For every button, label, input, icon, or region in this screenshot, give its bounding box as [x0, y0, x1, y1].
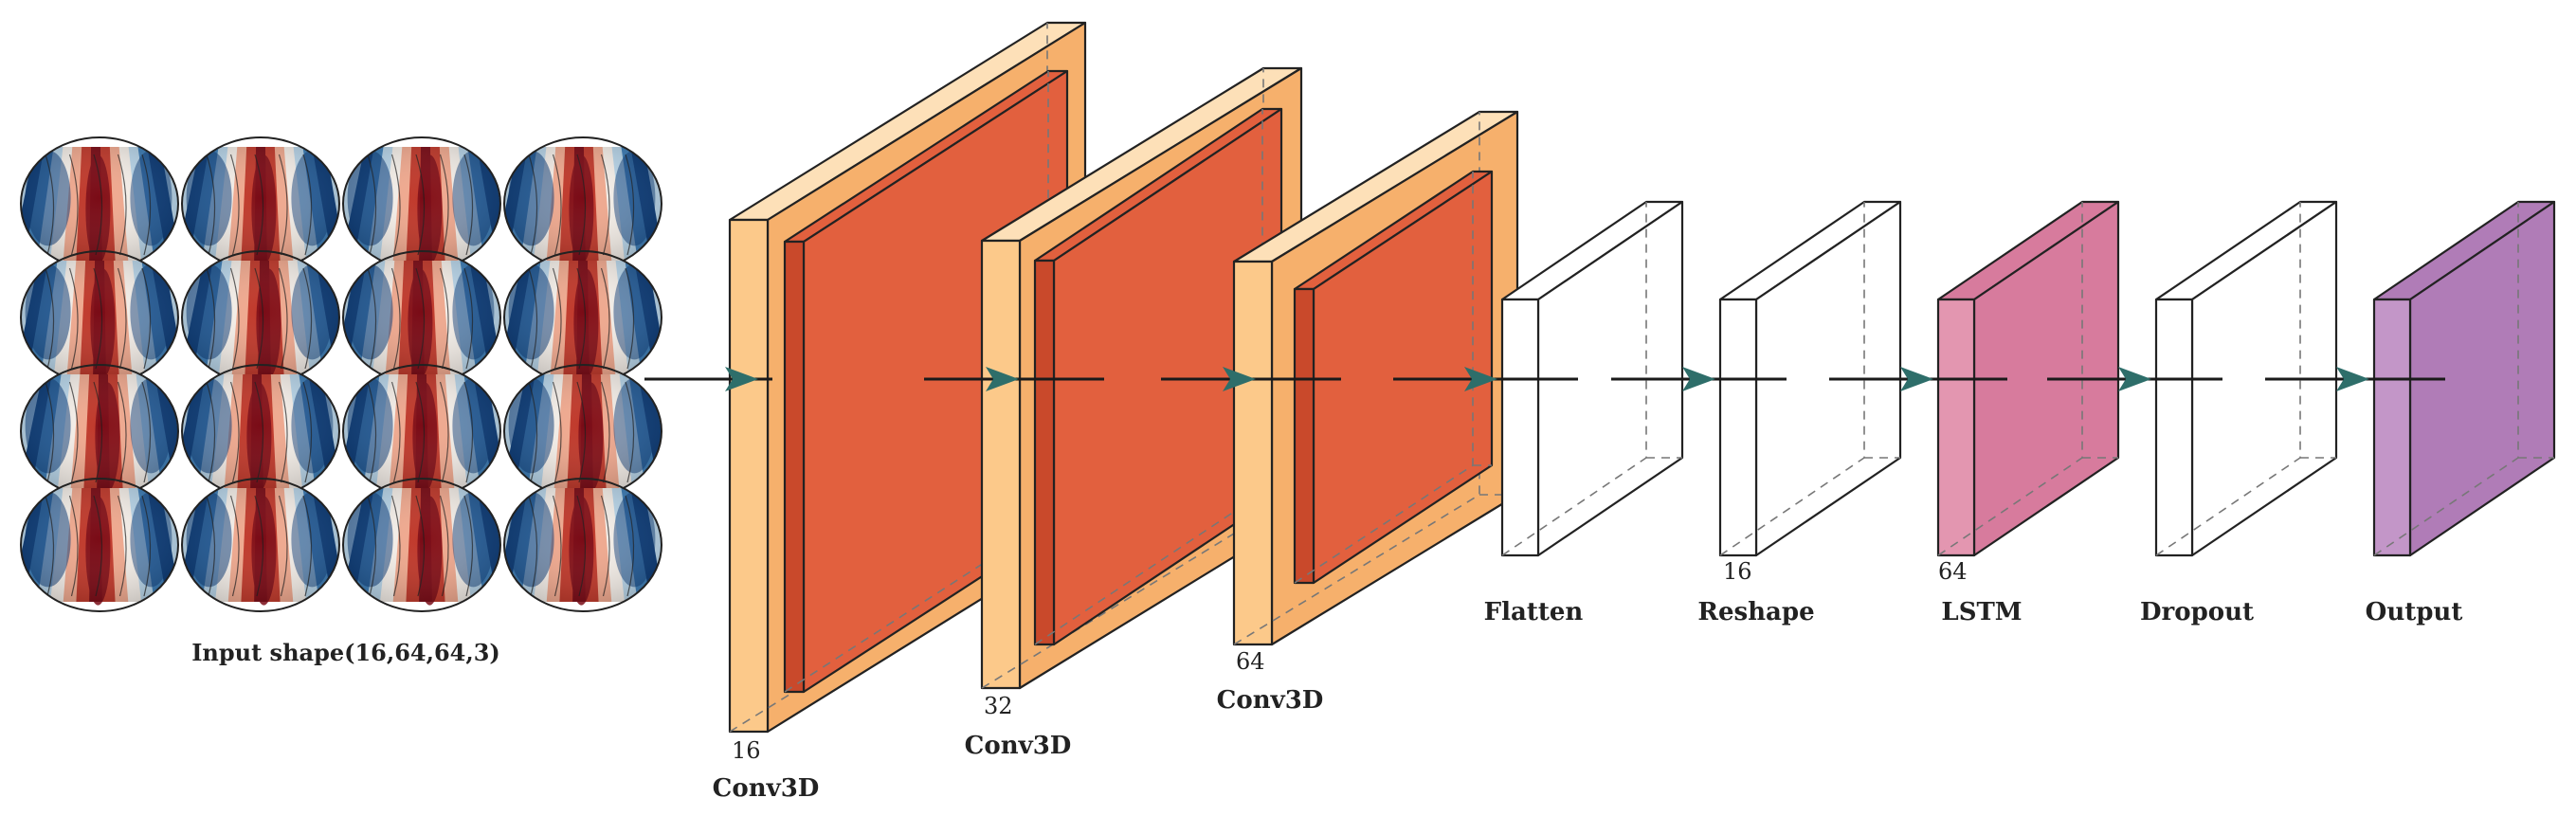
flow-arrow-icon [1223, 367, 1256, 391]
flow-arrow-icon [1682, 367, 1715, 391]
flow-arrow-icon [2118, 367, 2151, 391]
conv3d-3-units: 64 [1236, 648, 1265, 675]
data-flow [644, 367, 2445, 391]
input-frame-tile [503, 364, 662, 499]
reshape-label: Reshape [1697, 598, 1814, 626]
lstm-units: 64 [1938, 558, 1968, 585]
flow-arrow-icon [2336, 367, 2369, 391]
conv3d-3-inner-slab [1293, 170, 1494, 585]
flatten-label: Flatten [1484, 598, 1584, 626]
input-frame-tile [181, 250, 340, 385]
reshape-units: 16 [1723, 558, 1752, 585]
flow-arrow-icon [986, 367, 1019, 391]
output-block [2372, 200, 2556, 557]
conv3d-2-units: 32 [984, 693, 1013, 719]
input-frame-tile [342, 364, 501, 499]
lstm-label: LSTM [1941, 598, 2022, 626]
dropout-label: Dropout [2140, 598, 2254, 626]
dropout-slab [2154, 200, 2338, 557]
input-frame-tile [503, 478, 662, 612]
output-label: Output [2366, 598, 2463, 626]
conv3d-3-block [1232, 110, 1519, 646]
input-frame-tile [20, 364, 179, 499]
conv3d-2-label: Conv3D [965, 732, 1072, 760]
reshape-block [1718, 200, 1902, 557]
input-shape-caption: Input shape(16,64,64,3) [191, 639, 500, 666]
conv3d-2-block [980, 66, 1303, 690]
flow-arrow-icon [725, 367, 758, 391]
input-frame-tile [342, 136, 501, 271]
input-frame-tile [342, 478, 501, 612]
output-slab [2372, 200, 2556, 557]
input-frame-tile [181, 478, 340, 612]
input-frame-tile [181, 136, 340, 271]
flow-arrow-icon [1464, 367, 1497, 391]
input-frame-tile [20, 250, 179, 385]
dropout-block [2154, 200, 2338, 557]
reshape-slab [1718, 200, 1902, 557]
conv3d-2-inner-slab [1033, 107, 1283, 646]
lstm-block [1936, 200, 2120, 557]
input-frame-tile [20, 478, 179, 612]
flatten-block [1500, 200, 1684, 557]
input-frame-tile [503, 250, 662, 385]
lstm-slab [1936, 200, 2120, 557]
conv3d-1-label: Conv3D [713, 774, 820, 803]
flow-arrow-icon [1900, 367, 1933, 391]
input-frame-tile [503, 136, 662, 271]
input-image-grid [20, 136, 662, 612]
conv3d-1-units: 16 [732, 737, 761, 764]
input-frame-tile [342, 250, 501, 385]
conv3d-3-label: Conv3D [1217, 686, 1324, 715]
layer-stack [728, 21, 2556, 734]
flatten-slab [1500, 200, 1684, 557]
input-frame-tile [20, 136, 179, 271]
input-frame-tile [181, 364, 340, 499]
